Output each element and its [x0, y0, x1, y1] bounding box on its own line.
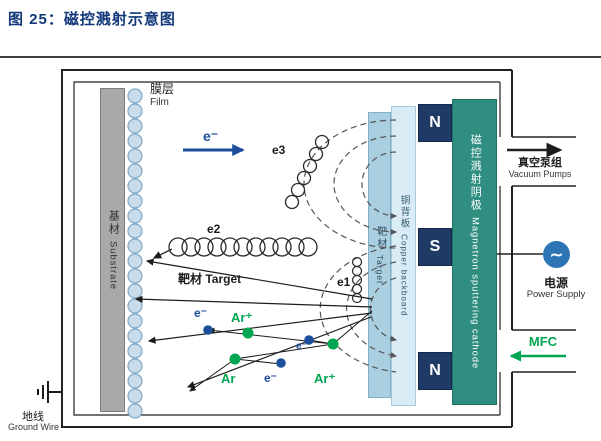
electron-dot [203, 325, 213, 335]
target-bar-label: 靶材 Target [374, 225, 386, 285]
mfc-label: MFC [528, 334, 558, 349]
electron-label: e⁻ [296, 341, 307, 352]
argon-ion-label: Ar⁺ [314, 371, 336, 386]
target-bar-cn: 靶材 [374, 225, 386, 250]
particle-dots [203, 325, 339, 368]
cathode-cn: 磁控溅射阴极 [469, 134, 482, 213]
e3-spiral [284, 134, 330, 210]
target-bar: 靶材 Target [368, 112, 391, 398]
power-supply-icon: ∼ [543, 241, 570, 268]
film-cn: 膜层 [150, 82, 175, 96]
vacuum-pumps-cn: 真空泵组 [518, 157, 562, 169]
copper-bar-label: 铜背板 Copper backboard [398, 195, 410, 317]
film-ball-column [127, 88, 143, 419]
magnet-n-bottom: N [418, 352, 452, 390]
figure-title: 图 25：磁控溅射示意图 [8, 11, 176, 28]
electron-beam-label: e⁻ [203, 128, 219, 144]
magnet-n-top: N [418, 104, 452, 142]
magnet-s-middle: S [418, 228, 452, 266]
cathode-bar-label: 磁控溅射阴极 Magnetron sputtering cathode [469, 134, 481, 369]
particle-network [189, 310, 373, 392]
e1-spiral [351, 256, 363, 304]
argon-ion-dot [327, 338, 339, 350]
substrate-en: Substrate [108, 241, 119, 291]
electron-label: e⁻ [264, 371, 278, 385]
electron-dot [276, 358, 286, 368]
target-bar-en: Target [374, 254, 385, 285]
e2-label: e2 [207, 222, 221, 236]
argon-ion-dot [242, 327, 254, 339]
substrate-bar-label: 基材 Substrate [107, 210, 119, 290]
vacuum-pumps-en: Vacuum Pumps [508, 169, 572, 179]
copper-en: Copper backboard [399, 234, 409, 317]
substrate-cn: 基材 [107, 209, 120, 236]
copper-cn: 铜背板 [398, 195, 410, 230]
film-en: Film [150, 97, 169, 108]
argon-atom-dot [229, 353, 241, 365]
e1-label: e1 [337, 275, 351, 289]
cathode-bar: 磁控溅射阴极 Magnetron sputtering cathode [452, 99, 497, 405]
e3-label: e3 [272, 143, 286, 157]
electron-label: e⁻ [194, 306, 208, 320]
target-pointer-label: 靶材 Target [178, 272, 242, 286]
ground-en: Ground Wire [8, 422, 60, 432]
power-supply-cn: 电源 [543, 276, 568, 290]
argon-ion-label: Ar⁺ [231, 310, 253, 325]
cathode-en: Magnetron sputtering cathode [470, 217, 481, 370]
substrate-bar: 基材 Substrate [100, 88, 125, 412]
title-divider [0, 56, 601, 58]
ground-cn: 地线 [22, 411, 44, 423]
ground-symbol [37, 381, 62, 403]
argon-atom-label: Ar [221, 371, 236, 386]
power-supply-en: Power Supply [526, 289, 586, 300]
copper-backboard-bar: 铜背板 Copper backboard [391, 106, 416, 406]
e2-spiral [152, 237, 318, 259]
film-label: 膜层 Film [150, 80, 174, 108]
